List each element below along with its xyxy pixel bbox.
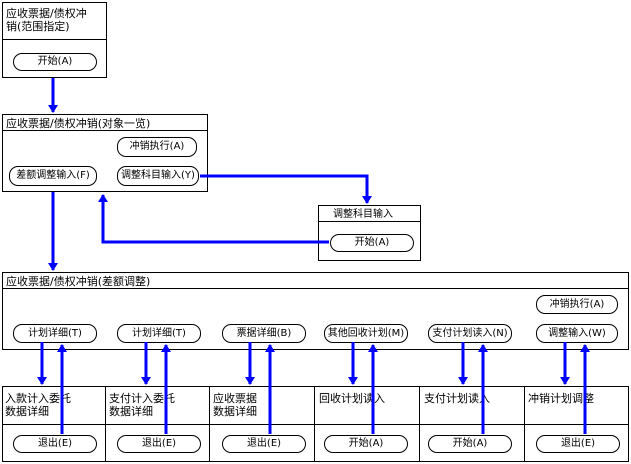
- cell-label-deposit-entrust: 入款计入委托 数据详细: [5, 392, 71, 418]
- range-spec-title: 应收票据/债权冲 销(范围指定): [6, 7, 87, 33]
- adjust-account-input-button[interactable]: 调整科目输入(Y): [117, 166, 199, 186]
- range-spec-divider: [3, 39, 106, 40]
- target-list-divider: [3, 130, 207, 131]
- bill-detail-button[interactable]: 票据详细(B): [222, 324, 306, 343]
- other-collection-plan-button[interactable]: 其他回收计划(M): [324, 324, 408, 343]
- range-spec-screen: 应收票据/债权冲 销(范围指定) 开始(A): [2, 2, 107, 78]
- adjust-account-screen: 调整科目输入 开始(A): [318, 205, 421, 261]
- adjust-input-button[interactable]: 调整输入(W): [536, 324, 618, 343]
- cell-label-collection-plan: 回收计划读入: [319, 392, 385, 405]
- start-button-collection[interactable]: 开始(A): [324, 435, 408, 453]
- exit-button-3[interactable]: 退出(E): [222, 435, 306, 453]
- target-list-title: 应收票据/债权冲销(对象一览): [6, 117, 151, 130]
- cell-label-payment-plan: 支付计划读入: [424, 392, 490, 405]
- target-list-screen: 应收票据/债权冲销(对象一览) 冲销执行(A) 差额调整输入(F) 调整科目输入…: [2, 114, 208, 192]
- diff-adjust-input-button[interactable]: 差额调整输入(F): [9, 166, 97, 186]
- diff-adjust-screen: 应收票据/债权冲销(差额调整) 冲销执行(A) 计划详细(T) 计划详细(T) …: [2, 272, 629, 350]
- arrow-back-to-list: [98, 194, 329, 244]
- start-button-payment[interactable]: 开始(A): [428, 435, 512, 453]
- write-off-execute-button[interactable]: 冲销执行(A): [117, 137, 197, 157]
- diff-adjust-title: 应收票据/债权冲销(差额调整): [6, 275, 151, 288]
- range-start-button[interactable]: 开始(A): [13, 53, 97, 71]
- diff-adjust-divider: [3, 288, 628, 289]
- plan-detail-button-2[interactable]: 计划详细(T): [117, 324, 201, 343]
- cell-label-write-off-plan: 冲销计划调整: [528, 392, 594, 405]
- cell-label-bill-data: 应收票据 数据详细: [213, 392, 257, 418]
- exit-button-1[interactable]: 退出(E): [13, 435, 97, 453]
- plan-detail-button-1[interactable]: 计划详细(T): [13, 324, 97, 343]
- payment-plan-load-button[interactable]: 支付计划读入(N): [428, 324, 512, 343]
- bottom-row-divider: [3, 424, 628, 425]
- bottom-screens-row: 入款计入委托 数据详细 支付计入委托 数据详细 应收票据 数据详细 回收计划读入…: [2, 386, 629, 462]
- exit-button-2[interactable]: 退出(E): [117, 435, 201, 453]
- adjust-account-start-button[interactable]: 开始(A): [330, 234, 414, 252]
- cell-label-payment-entrust: 支付计入委托 数据详细: [109, 392, 175, 418]
- exit-button-6[interactable]: 退出(E): [536, 435, 620, 453]
- adjust-account-divider: [319, 221, 420, 222]
- arrow-to-adjust-account: [200, 174, 372, 204]
- adjust-account-title: 调整科目输入: [333, 209, 393, 220]
- diff-write-off-execute-button[interactable]: 冲销执行(A): [536, 295, 618, 314]
